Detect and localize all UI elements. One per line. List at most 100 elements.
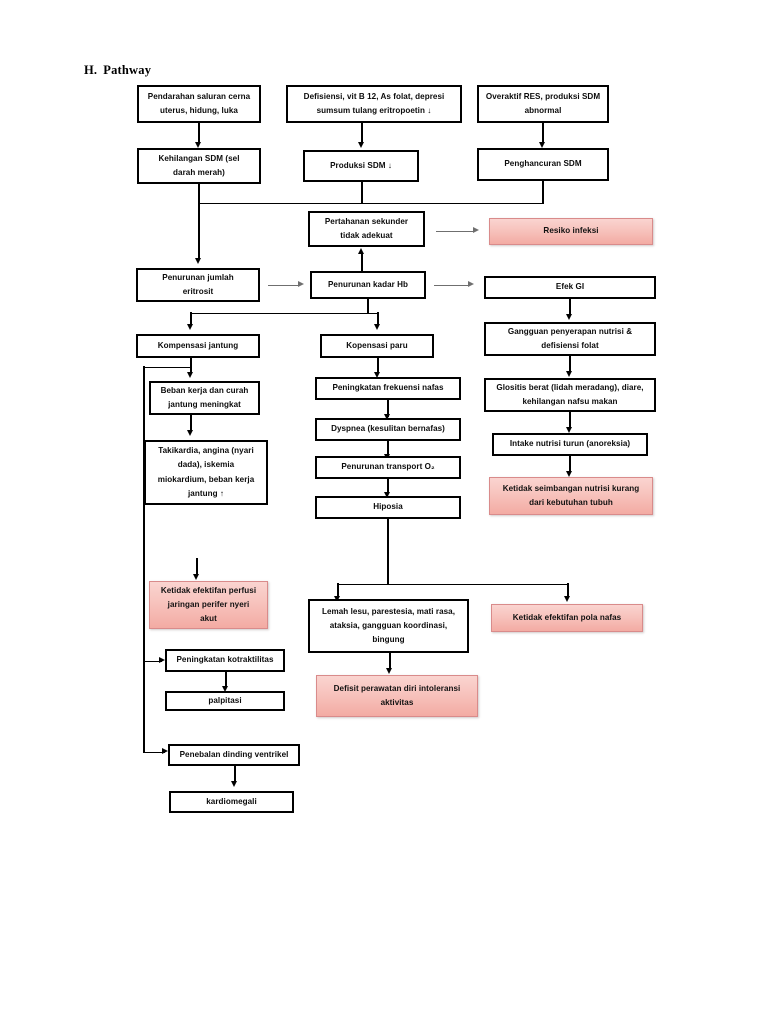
- node-ketidak-seimbangan-nutrisi: Ketidak seimbangan nutrisi kurang dari k…: [489, 477, 653, 515]
- node-perfusi-line1: Ketidak efektifan perfusi: [160, 585, 257, 595]
- node-penebalan-ventrikel-label: Penebalan dinding ventrikel: [179, 749, 289, 759]
- connector-intake-to-ketidakseimbangan: [569, 456, 571, 473]
- node-defisit-perawatan: Defisit perawatan diri intoleransi aktiv…: [316, 675, 478, 717]
- connector-rail-to-penebalan: [143, 751, 165, 754]
- connector-nafas-to-dyspnea: [387, 400, 389, 417]
- node-pertahanan-line1: Pertahanan sekunder: [324, 216, 409, 226]
- node-glositis-line2: kehilangan nafsu makan: [522, 397, 618, 406]
- connector-bus-left-drop: [190, 312, 192, 326]
- node-lemah-lesu-line2: ataksia, gangguan koordinasi,: [329, 620, 448, 630]
- connector-kontraktilitas-to-palpitasi: [225, 672, 227, 688]
- connector-overaktif-to-penghancuran: [542, 123, 544, 144]
- node-takikardia: Takikardia, angina (nyari dada), iskemia…: [144, 440, 268, 505]
- node-takikardia-line4: jantung ↑: [188, 488, 224, 498]
- connector-efekgi-to-gangguan: [569, 299, 571, 316]
- node-peningkatan-nafas: Peningkatan frekuensi nafas: [315, 377, 461, 400]
- node-kompensasi-jantung-label: Kompensasi jantung: [157, 340, 239, 350]
- arrowhead-gangguan-to-glositis: [565, 371, 572, 377]
- connector-produksi-down: [361, 182, 363, 204]
- arrowhead-paru-to-nafas: [373, 372, 380, 378]
- node-pendarahan-line1: Pendarahan saluran cerna: [147, 91, 251, 101]
- arrowhead-defisiensi-to-produksi: [357, 142, 364, 148]
- connector-pendarahan-to-kehilangan: [198, 123, 200, 144]
- node-dyspnea-label: Dyspnea (kesulitan bernafas): [331, 424, 445, 434]
- node-ketidak-seimbangan-line1: Ketidak seimbangan nutrisi kurang: [502, 483, 640, 493]
- arrowhead-to-kopensasi-paru: [373, 324, 380, 330]
- connector-glositis-to-intake: [569, 412, 571, 429]
- node-penebalan-ventrikel: Penebalan dinding ventrikel: [168, 744, 300, 766]
- connector-lemah-to-defisit: [389, 653, 391, 670]
- connector-rail-to-kontraktilitas: [143, 660, 162, 663]
- arrowhead-hb-to-pertahanan: [357, 248, 364, 254]
- node-defisiensi: Defisiensi, vit B 12, As folat, depresi …: [286, 85, 462, 123]
- connector-bus-right-drop: [377, 312, 379, 326]
- node-pendarahan: Pendarahan saluran cerna uterus, hidung,…: [137, 85, 261, 123]
- connector-gangguan-to-glositis: [569, 356, 571, 373]
- arrowhead-rail-to-kontraktilitas: [159, 657, 165, 663]
- node-peningkatan-kontraktilitas: Peningkatan kotraktilitas: [165, 649, 285, 672]
- connector-hb-to-efek-gi: [434, 284, 470, 287]
- node-peningkatan-nafas-label: Peningkatan frekuensi nafas: [332, 383, 444, 393]
- connector-kompensasi-down: [190, 358, 192, 374]
- node-kopensasi-paru: Kopensasi paru: [320, 334, 434, 358]
- connector-bus-kompensasi: [190, 312, 378, 315]
- arrowhead-to-pola-nafas: [563, 596, 570, 602]
- node-beban-kerja-line2: jantung meningkat: [168, 400, 241, 409]
- node-kompensasi-jantung: Kompensasi jantung: [136, 334, 260, 358]
- arrowhead-nafas-to-dyspnea: [383, 414, 390, 420]
- arrowhead-kehilangan-to-eritrosit: [194, 258, 201, 264]
- node-pertahanan-line2: tidak adekuat: [340, 231, 393, 240]
- arrowhead-o2-to-hiposia: [383, 492, 390, 498]
- node-pertahanan-sekunder: Pertahanan sekunder tidak adekuat: [308, 211, 425, 247]
- node-glositis: Glositis berat (lidah meradang), diare, …: [484, 378, 656, 412]
- node-penghancuran-sdm: Penghancuran SDM: [477, 148, 609, 181]
- node-penghancuran-sdm-label: Penghancuran SDM: [504, 159, 582, 169]
- connector-penghancuran-down: [542, 181, 544, 204]
- arrowhead-hb-to-efek-gi: [468, 281, 474, 287]
- node-intake-nutrisi-label: Intake nutrisi turun (anoreksia): [509, 439, 631, 449]
- node-ketidak-efektifan-pola-nafas: Ketidak efektifan pola nafas: [491, 604, 643, 632]
- node-penurunan-o2-label: Penurunan transport O₂: [341, 462, 435, 472]
- connector-dyspnea-to-o2: [387, 441, 389, 457]
- node-hiposia: Hiposia: [315, 496, 461, 519]
- node-gangguan-nutrisi-line2: defisiensi folat: [541, 341, 599, 350]
- node-efek-gi: Efek GI: [484, 276, 656, 299]
- node-palpitasi: palpitasi: [165, 691, 285, 711]
- arrowhead-pertahanan-to-resiko: [473, 227, 479, 233]
- connector-bus-lower-left-drop: [337, 583, 339, 598]
- arrowhead-kontraktilitas-to-palpitasi: [221, 686, 228, 692]
- node-penurunan-hb: Penurunan kadar Hb: [310, 271, 426, 299]
- heading-text: Pathway: [103, 63, 152, 77]
- node-kehilangan-sdm: Kehilangan SDM (sel darah merah): [137, 148, 261, 184]
- node-takikardia-line2: dada), iskemia: [177, 460, 235, 470]
- node-lemah-lesu-line1: Lemah lesu, parestesia, mati rasa,: [321, 606, 456, 616]
- connector-bus-lower: [337, 583, 569, 586]
- node-perfusi-line2: jaringan perifer nyeri: [167, 599, 250, 609]
- arrowhead-rail-to-penebalan: [162, 748, 168, 754]
- arrowhead-penebalan-to-kardiomegali: [230, 781, 237, 787]
- connector-hiposia-down: [387, 519, 389, 585]
- arrowhead-pendarahan-to-kehilangan: [194, 142, 201, 148]
- node-kardiomegali-label: kardiomegali: [206, 796, 257, 806]
- connector-beban-to-takikardia: [190, 415, 192, 432]
- connector-bus-row2: [198, 202, 543, 205]
- node-resiko-infeksi: Resiko infeksi: [489, 218, 653, 245]
- node-gangguan-nutrisi: Gangguan penyerapan nutrisi & defisiensi…: [484, 322, 656, 356]
- page-heading: H.Pathway: [84, 63, 151, 78]
- node-kardiomegali: kardiomegali: [169, 791, 294, 813]
- arrowhead-intake-to-ketidakseimbangan: [565, 471, 572, 477]
- node-ketidak-efektifan-perfusi: Ketidak efektifan perfusi jaringan perif…: [149, 581, 268, 629]
- node-produksi-sdm: Produksi SDM ↓: [303, 150, 419, 182]
- node-ketidak-seimbangan-line2: dari kebutuhan tubuh: [529, 498, 613, 507]
- connector-left-rail: [143, 366, 145, 752]
- node-lemah-lesu-line3: bingung: [372, 635, 405, 645]
- arrowhead-to-kompensasi-jantung: [186, 324, 193, 330]
- node-gangguan-nutrisi-line1: Gangguan penyerapan nutrisi &: [507, 326, 633, 336]
- node-hiposia-label: Hiposia: [373, 502, 403, 512]
- node-penurunan-eritrosit-line1: Penurunan jumlah: [162, 272, 234, 282]
- connector-hb-down: [367, 299, 369, 314]
- connector-o2-to-hiposia: [387, 479, 389, 494]
- node-lemah-lesu: Lemah lesu, parestesia, mati rasa, ataks…: [308, 599, 469, 653]
- node-penurunan-eritrosit-line2: eritrosit: [182, 287, 214, 296]
